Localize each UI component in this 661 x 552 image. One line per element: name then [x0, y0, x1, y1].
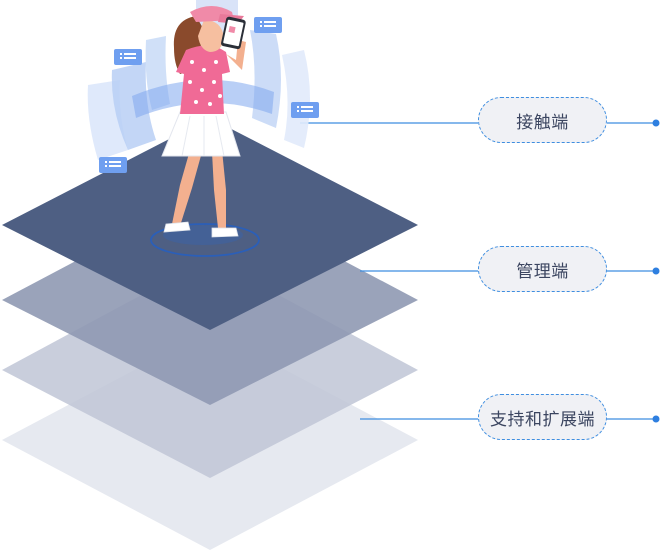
floor-ring-outer [150, 223, 260, 257]
label-support-extension-end[interactable]: 支持和扩展端 [478, 394, 607, 440]
skirt [161, 111, 241, 157]
skirt-fold [181, 115, 225, 157]
left-shoe [163, 221, 191, 233]
connector-dot-3 [652, 415, 660, 423]
right-shoe [211, 227, 239, 238]
chat-bubble-icon [99, 157, 127, 173]
right-leg [212, 150, 226, 228]
label-management-end[interactable]: 管理端 [478, 246, 607, 292]
smartphone-icon [221, 16, 246, 50]
label-touchpoint-end[interactable]: 接触端 [478, 97, 607, 143]
screen-panel-right-2 [282, 50, 310, 148]
chat-bubble-icon [114, 49, 142, 65]
screen-panel-right [250, 30, 281, 128]
arm [226, 40, 246, 70]
chat-bubble-icon [291, 102, 319, 118]
shirt [176, 45, 230, 114]
chat-bubble-icon [254, 17, 282, 33]
shirt-dots [188, 60, 222, 106]
face [198, 20, 224, 52]
connector-dot-1 [652, 119, 660, 127]
girl-figure [161, 6, 246, 238]
left-leg [172, 150, 202, 226]
connector-dot-2 [652, 267, 660, 275]
